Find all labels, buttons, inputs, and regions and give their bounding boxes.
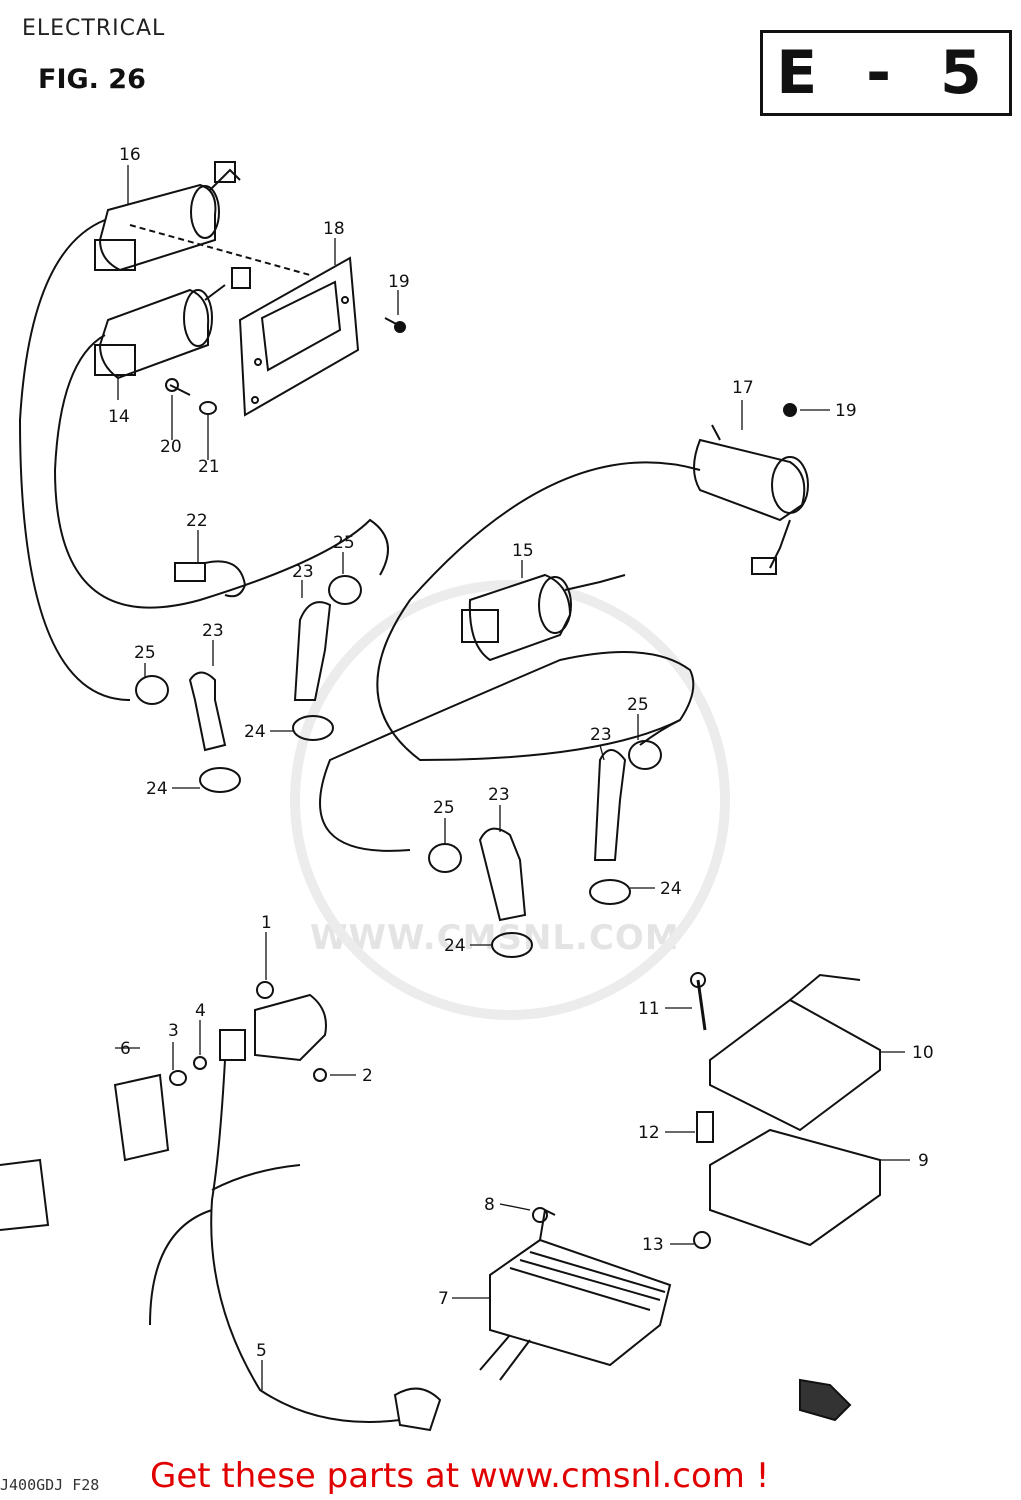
callout-23-bottom: 23 xyxy=(488,785,510,805)
ignitor-unit-10 xyxy=(709,973,881,1132)
callout-25-center: 25 xyxy=(333,533,355,553)
nut-3 xyxy=(169,1070,187,1086)
clamp-22 xyxy=(174,560,247,598)
section-title: ELECTRICAL xyxy=(22,16,166,41)
callout-19-right: 19 xyxy=(835,401,857,421)
front-arrow-icon xyxy=(799,1378,852,1422)
connector-left-edge xyxy=(0,1158,50,1231)
callout-2: 2 xyxy=(362,1066,373,1086)
callout-19-top: 19 xyxy=(388,272,410,292)
callout-25-right: 25 xyxy=(627,695,649,715)
screw-8 xyxy=(532,1207,548,1223)
regulator-7 xyxy=(479,1208,672,1381)
callout-23-left: 23 xyxy=(202,621,224,641)
washer-4 xyxy=(193,1056,207,1070)
plug-cap-set-right xyxy=(589,740,662,905)
callout-13: 13 xyxy=(642,1235,664,1255)
starter-relay-1 xyxy=(219,981,327,1082)
plug-cap-set-left xyxy=(135,671,241,793)
callout-21: 21 xyxy=(198,457,220,477)
callout-12: 12 xyxy=(638,1123,660,1143)
callout-9: 9 xyxy=(918,1151,929,1171)
parts-link[interactable]: Get these parts at www.cmsnl.com ! xyxy=(150,1456,770,1496)
watermark-logo xyxy=(290,580,730,1020)
ht-lead-middle xyxy=(53,334,389,609)
ignition-coil-14 xyxy=(94,267,251,380)
bolt-11 xyxy=(696,979,707,1031)
ht-lead-right xyxy=(319,461,701,852)
callout-23-center: 23 xyxy=(292,562,314,582)
cable-branch-2 xyxy=(149,1209,213,1326)
callout-15: 15 xyxy=(512,541,534,561)
callout-17: 17 xyxy=(732,378,754,398)
ht-lead-stub xyxy=(639,719,681,746)
callout-23-right: 23 xyxy=(590,725,612,745)
callout-labels: 16 18 19 14 20 21 17 19 22 23 25 23 25 1… xyxy=(108,145,934,1361)
screw-20 xyxy=(169,384,191,396)
callout-25-left: 25 xyxy=(134,643,156,663)
ignition-coil-15 xyxy=(461,573,626,662)
plug-cap-set-bottom xyxy=(428,827,533,958)
callout-4: 4 xyxy=(195,1001,206,1021)
starter-cable-5 xyxy=(210,1059,401,1423)
callout-3: 3 xyxy=(168,1021,179,1041)
callout-22: 22 xyxy=(186,511,208,531)
figure-label: FIG. 26 xyxy=(38,64,146,95)
callout-20: 20 xyxy=(160,437,182,457)
callout-24-center: 24 xyxy=(244,722,266,742)
callout-6: 6 xyxy=(120,1039,131,1059)
callout-5: 5 xyxy=(256,1341,267,1361)
cable-branch-1 xyxy=(211,1164,301,1191)
callout-7: 7 xyxy=(438,1289,449,1309)
callout-14: 14 xyxy=(108,407,130,427)
callout-25-bottom: 25 xyxy=(433,798,455,818)
bracket-18 xyxy=(129,224,360,417)
callout-11: 11 xyxy=(638,999,660,1019)
nut-13 xyxy=(693,1231,711,1249)
callout-10: 10 xyxy=(912,1043,934,1063)
callout-18: 18 xyxy=(323,219,345,239)
terminal-cap xyxy=(393,1387,442,1432)
plug-cap-set-center xyxy=(292,575,362,741)
callout-1: 1 xyxy=(261,913,272,933)
callout-16: 16 xyxy=(119,145,141,165)
callout-24-left: 24 xyxy=(146,779,168,799)
spacer-12 xyxy=(696,1111,714,1143)
footer-code: J400GDJ F28 xyxy=(0,1476,100,1494)
callout-8: 8 xyxy=(484,1195,495,1215)
callout-24-bottom: 24 xyxy=(444,936,466,956)
connector-6 xyxy=(113,1073,170,1162)
washer-21 xyxy=(199,401,217,415)
callout-24-right: 24 xyxy=(660,879,682,899)
ignitor-unit-9 xyxy=(709,1128,881,1247)
ht-lead-outer xyxy=(18,219,131,701)
ignition-coil-17 xyxy=(693,424,809,575)
ignition-coil-16 xyxy=(94,161,241,272)
page-code-box: E - 5 xyxy=(760,30,1012,116)
